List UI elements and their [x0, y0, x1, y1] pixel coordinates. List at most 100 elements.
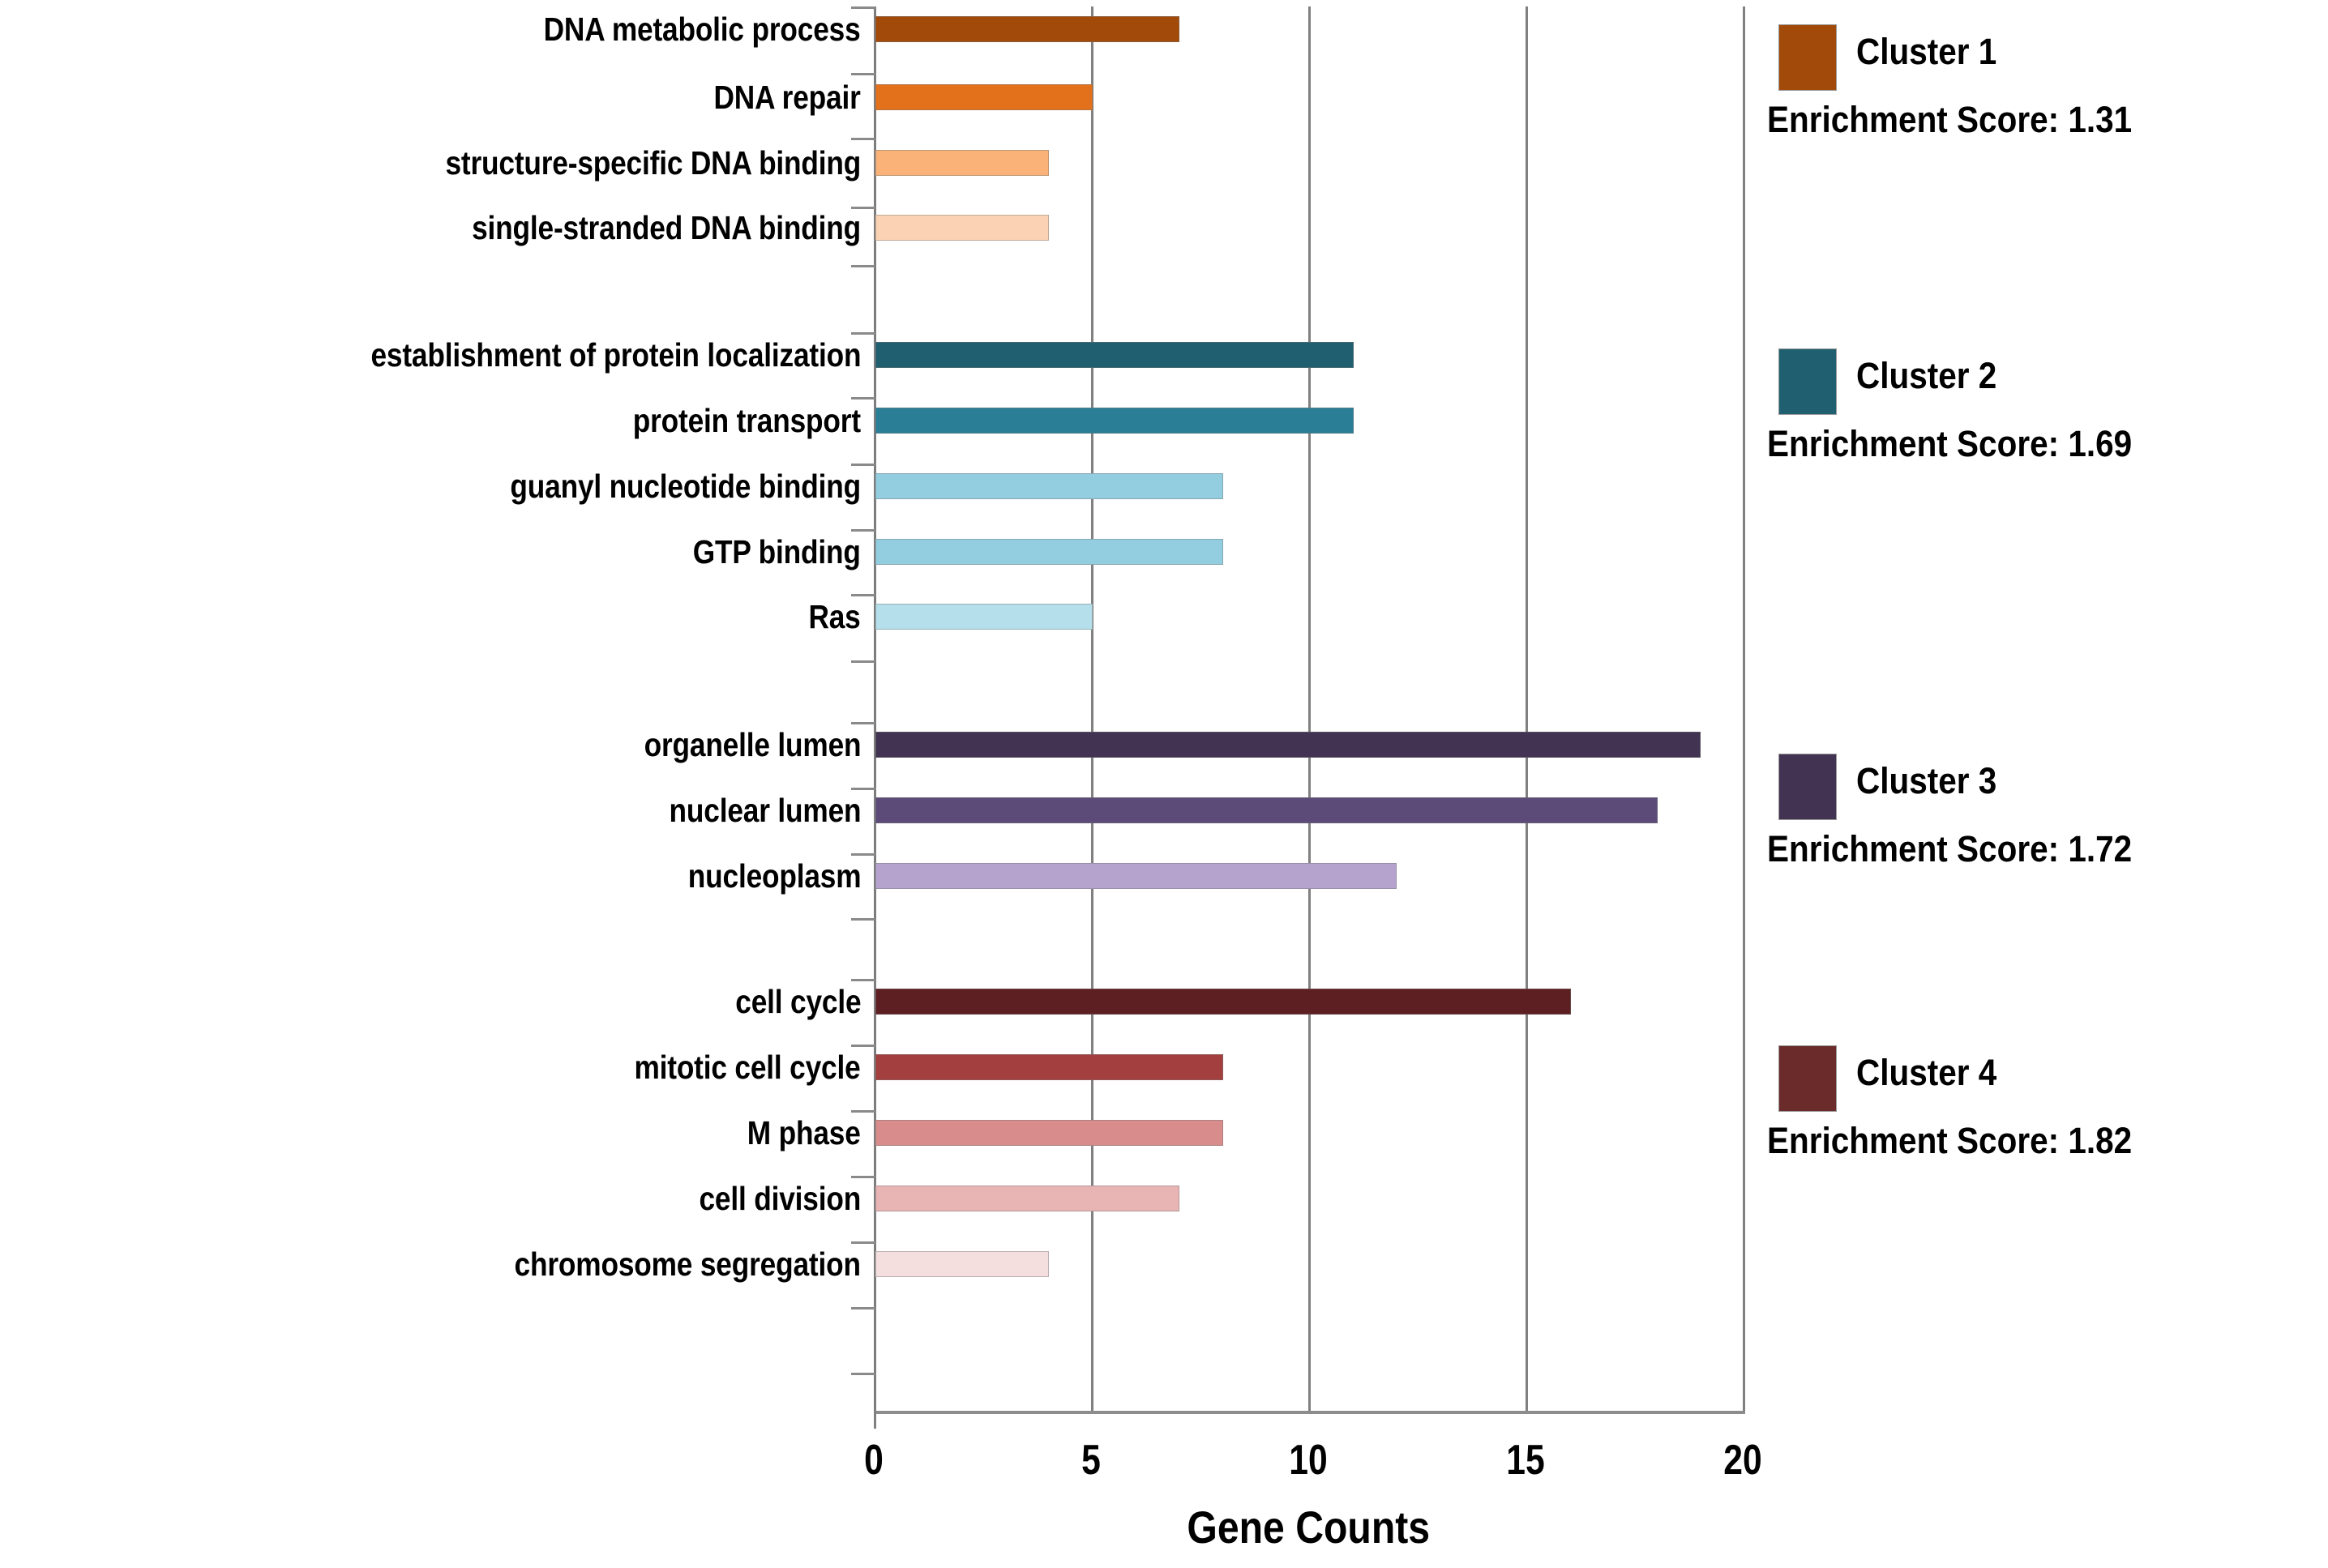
y-axis-line [874, 1411, 876, 1429]
plot-area [874, 6, 1745, 1412]
chart-row: single-stranded DNA binding [0, 208, 2328, 247]
bar[interactable] [875, 1186, 1180, 1211]
chart-row: protein transport [0, 401, 2328, 440]
y-axis-tick [851, 853, 875, 856]
y-axis-tick [851, 1045, 875, 1047]
y-axis-tick [851, 722, 875, 724]
y-axis-tick [851, 464, 875, 466]
legend-enrichment-score: Enrichment Score: 1.82 [1767, 1120, 2133, 1161]
chart-row: DNA repair [0, 78, 2328, 117]
category-label: Ras [808, 598, 861, 635]
y-axis-tick [851, 1241, 875, 1244]
category-label: establishment of protein localization [370, 336, 861, 374]
bar[interactable] [875, 989, 1571, 1015]
y-axis-tick [851, 529, 875, 532]
category-label: structure-specific DNA binding [445, 144, 861, 182]
legend-enrichment-score: Enrichment Score: 1.31 [1767, 99, 2133, 140]
category-label: single-stranded DNA binding [472, 209, 861, 246]
chart-row: M phase [0, 1113, 2328, 1152]
gridline-20 [1743, 6, 1745, 1412]
y-axis-tick-layer [851, 6, 875, 1375]
chart-row: mitotic cell cycle [0, 1048, 2328, 1087]
legend-cluster-name: Cluster 4 [1856, 1052, 1997, 1093]
x-axis-title: Gene Counts [874, 1501, 1743, 1553]
category-label: guanyl nucleotide binding [510, 468, 861, 505]
category-label: M phase [747, 1114, 861, 1151]
x-tick-label-5: 5 [1081, 1437, 1101, 1484]
y-axis-tick [851, 6, 875, 9]
chart-row: cell division [0, 1179, 2328, 1218]
category-label: cell cycle [734, 983, 861, 1020]
bar[interactable] [875, 342, 1354, 368]
y-axis-tick [851, 332, 875, 335]
y-axis-tick [851, 265, 875, 267]
y-axis-tick [851, 594, 875, 596]
chart-row: cell cycle [0, 982, 2328, 1021]
y-axis-tick [851, 138, 875, 140]
bar[interactable] [875, 539, 1223, 565]
gridline-15 [1526, 6, 1528, 1412]
bar[interactable] [875, 84, 1093, 110]
bar[interactable] [875, 150, 1050, 176]
chart-row: organelle lumen [0, 725, 2328, 764]
x-tick-label-0: 0 [864, 1437, 884, 1484]
x-tick-label-20: 20 [1723, 1437, 1762, 1484]
category-label: nucleoplasm [687, 857, 861, 895]
x-tick-label-15: 15 [1506, 1437, 1545, 1484]
x-axis-title-text: Gene Counts [1187, 1502, 1430, 1553]
legend-color-swatch [1778, 348, 1837, 415]
chart-row: establishment of protein localization [0, 335, 2328, 374]
chart-row: nuclear lumen [0, 791, 2328, 830]
bar[interactable] [875, 797, 1658, 823]
category-label: mitotic cell cycle [634, 1049, 861, 1086]
chart-row: GTP binding [0, 532, 2328, 571]
chart-row: Ras [0, 597, 2328, 636]
y-axis-tick [851, 918, 875, 921]
bar[interactable] [875, 16, 1180, 42]
legend-enrichment-score: Enrichment Score: 1.72 [1767, 828, 2133, 869]
chart-row: guanyl nucleotide binding [0, 467, 2328, 506]
gridline-10 [1308, 6, 1311, 1412]
bar[interactable] [875, 1054, 1223, 1080]
y-axis-tick [851, 788, 875, 790]
category-label: DNA metabolic process [544, 11, 861, 48]
y-axis-tick [851, 660, 875, 663]
category-label: DNA repair [713, 79, 861, 116]
category-label: organelle lumen [644, 726, 861, 763]
bar[interactable] [875, 473, 1223, 499]
category-label: nuclear lumen [669, 792, 861, 829]
gridline-5 [1091, 6, 1093, 1412]
legend-color-swatch [1778, 24, 1837, 91]
y-axis-tick [851, 207, 875, 209]
legend-cluster-name: Cluster 3 [1856, 760, 1997, 801]
y-axis-tick [851, 1176, 875, 1178]
x-axis-line [874, 1411, 1745, 1414]
y-axis-tick [851, 1373, 875, 1375]
legend-enrichment-score: Enrichment Score: 1.69 [1767, 423, 2133, 464]
category-label: protein transport [632, 402, 861, 439]
y-axis-tick [851, 73, 875, 75]
bar[interactable] [875, 1120, 1223, 1146]
legend-cluster-name: Cluster 1 [1856, 31, 1997, 72]
y-axis-tick [851, 979, 875, 981]
bar[interactable] [875, 732, 1701, 758]
y-axis-tick [851, 1110, 875, 1113]
chart-row: structure-specific DNA binding [0, 143, 2328, 182]
chart-row: DNA metabolic process [0, 10, 2328, 49]
bar[interactable] [875, 1251, 1050, 1277]
bar[interactable] [875, 604, 1093, 630]
bar[interactable] [875, 215, 1050, 241]
bar[interactable] [875, 408, 1354, 434]
legend-color-swatch [1778, 1045, 1837, 1112]
category-label: chromosome segregation [514, 1245, 861, 1283]
chart-row: chromosome segregation [0, 1245, 2328, 1284]
bar[interactable] [875, 863, 1397, 889]
y-axis-tick [851, 1307, 875, 1310]
x-tick-label-10: 10 [1289, 1437, 1328, 1484]
legend-color-swatch [1778, 754, 1837, 820]
legend-cluster-name: Cluster 2 [1856, 355, 1997, 396]
chart-row: nucleoplasm [0, 857, 2328, 895]
